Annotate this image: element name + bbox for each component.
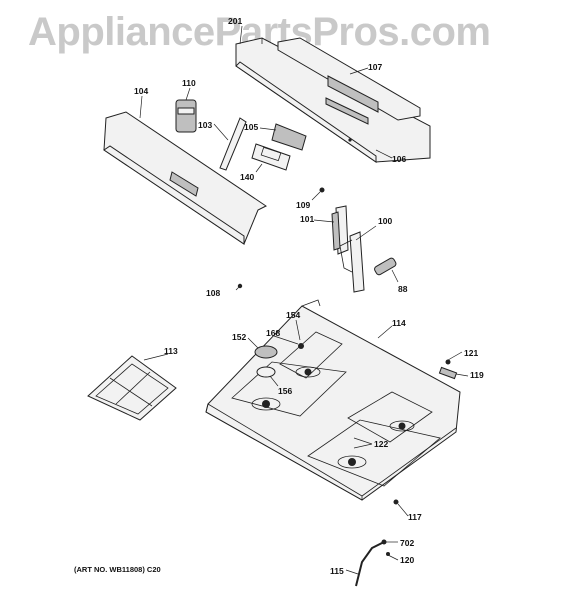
hinge-119 (438, 366, 458, 380)
burner-switch-assembly (331, 205, 365, 293)
label-156: 156 (278, 386, 292, 396)
label-201: 201 (228, 16, 242, 26)
leader-lines (139, 25, 469, 575)
label-122: 122 (374, 439, 388, 449)
cooktop (205, 299, 461, 501)
burner-cap (254, 345, 278, 359)
backsplash-trim (277, 37, 421, 121)
label-117: 117 (408, 512, 422, 522)
label-113: 113 (164, 346, 178, 356)
control-panel (103, 111, 267, 245)
burner-head (256, 366, 276, 378)
label-115: 115 (330, 566, 344, 576)
screw-117 (393, 499, 399, 505)
burner-spreader (298, 343, 304, 349)
label-106: 106 (392, 154, 406, 164)
label-100: 100 (378, 216, 392, 226)
art-number: (ART NO. WB11808) C20 (74, 565, 161, 574)
label-108: 108 (206, 288, 220, 298)
label-107: 107 (368, 62, 382, 72)
label-154: 154 (286, 310, 300, 320)
screw-121 (445, 359, 451, 365)
backsplash-panel (235, 37, 431, 163)
label-702: 702 (400, 538, 414, 548)
label-109: 109 (296, 200, 310, 210)
label-121: 121 (464, 348, 478, 358)
screw-109 (319, 187, 325, 193)
panel-bracket (219, 117, 247, 171)
label-119: 119 (470, 370, 484, 380)
clock-timer (251, 123, 307, 171)
label-101: 101 (300, 214, 314, 224)
small-knob-part (374, 257, 397, 276)
label-168: 168 (266, 328, 280, 338)
control-module (175, 99, 197, 133)
label-110: 110 (182, 78, 196, 88)
burner-grate (87, 355, 177, 421)
label-105: 105 (244, 122, 258, 132)
label-104: 104 (134, 86, 148, 96)
label-152: 152 (232, 332, 246, 342)
label-140: 140 (240, 172, 254, 182)
label-103: 103 (198, 120, 212, 130)
gas-tube (355, 541, 385, 587)
part-labels: 201 107 110 104 103 105 140 106 109 101 … (134, 16, 484, 576)
label-120: 120 (400, 555, 414, 565)
label-114: 114 (392, 318, 406, 328)
label-88: 88 (398, 284, 408, 294)
